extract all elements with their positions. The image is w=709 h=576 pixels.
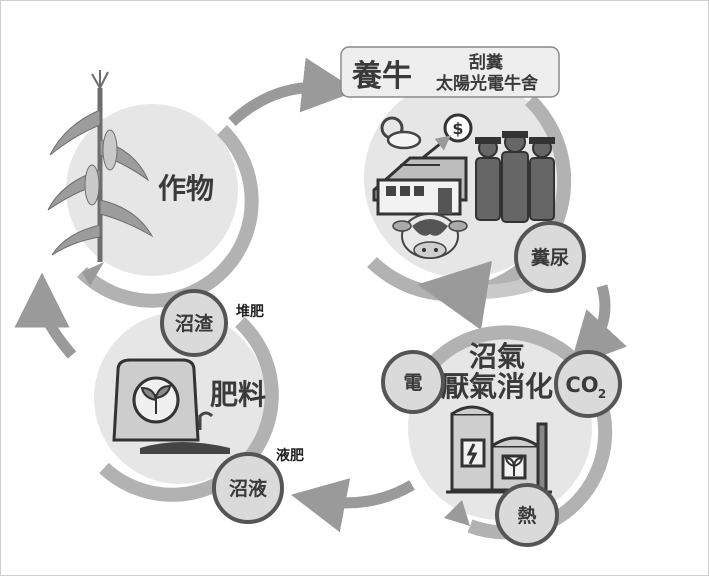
liquid-node: 沼液 — [212, 452, 284, 524]
cattle-cycle: $ — [340, 46, 572, 331]
arrow-crops-to-cattle — [228, 57, 358, 127]
fertilizer-label: 肥料 — [210, 378, 266, 411]
crops-label: 作物 — [158, 172, 214, 205]
arrow-liquid-to-fertilizer — [290, 478, 415, 533]
solar-barn-icon — [372, 156, 468, 216]
co2-subscript: 2 — [598, 387, 606, 401]
co2-label: CO — [565, 373, 598, 397]
svg-text:$: $ — [452, 119, 463, 138]
liquid-label: 沼液 — [229, 477, 268, 500]
scraping-label: 刮糞 — [469, 52, 504, 73]
dollar-coin-icon: $ — [419, 113, 473, 162]
cow-face-icon — [392, 213, 468, 259]
electricity-label: 電 — [403, 372, 422, 394]
digestion-label: 厭氣消化 — [441, 370, 553, 403]
crops-cycle: 作物 — [47, 70, 259, 308]
biogas-label: 沼氣 — [469, 340, 525, 373]
compost-label: 堆肥 — [236, 303, 264, 320]
solar-barn-label: 太陽光電牛舍 — [436, 73, 538, 94]
heat-node: 熱 — [495, 483, 559, 547]
sun-cloud-icon — [380, 116, 422, 150]
manure-node: 糞尿 — [514, 221, 586, 293]
manure-label: 糞尿 — [530, 246, 569, 269]
heat-label: 熱 — [517, 504, 536, 527]
arrow-manure-to-digestion — [569, 284, 627, 369]
digestate-node: 沼渣 — [160, 289, 228, 357]
electricity-node: 電 — [381, 350, 445, 414]
co2-node: CO 2 — [554, 350, 622, 418]
connector-arrows — [14, 57, 627, 533]
cattle-title: 養牛 — [351, 59, 412, 94]
cattle-header-box — [340, 46, 560, 98]
farmers-icon — [475, 131, 555, 223]
arrow-fertilizer-to-crops — [14, 272, 77, 359]
liquid-fertilizer-label: 液肥 — [276, 447, 304, 464]
digestate-label: 沼渣 — [175, 312, 214, 335]
fertilizer-bag-icon — [112, 358, 230, 454]
corn-plant-icon — [47, 70, 154, 262]
digestion-cycle: 沼氣 厭氣消化 — [408, 325, 613, 540]
